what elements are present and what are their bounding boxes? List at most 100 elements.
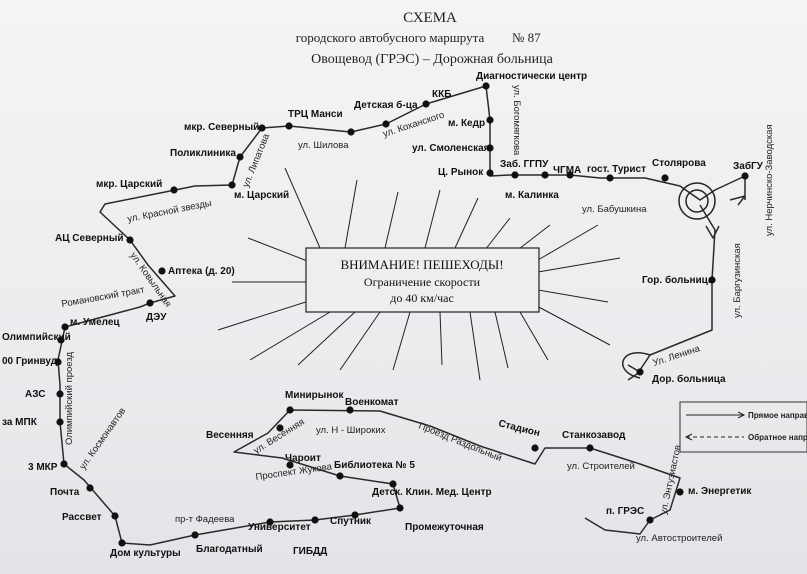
- stop-marker: [266, 518, 274, 526]
- ray: [519, 311, 549, 361]
- stop-label: мкр. Северный: [184, 122, 259, 133]
- warning-title: ВНИМАНИЕ! ПЕШЕХОДЫ!: [340, 257, 503, 272]
- stop-label: АЦ Северный: [55, 233, 124, 244]
- stop-label: ГИБДД: [293, 546, 327, 557]
- stop-label: Почта: [50, 487, 80, 498]
- stop-marker: [158, 267, 166, 275]
- stop-marker: [60, 460, 68, 468]
- scheme-subtitle: городского автобусного маршрута: [296, 30, 485, 45]
- legend-forward-label: Прямое направле: [748, 411, 807, 420]
- stop-label: ДЭУ: [146, 312, 167, 323]
- stop-label: ТРЦ Манси: [288, 109, 343, 120]
- stop-label: Детск. Клин. Мед. Центр: [372, 487, 492, 498]
- street-label: Проспект Жукова: [255, 461, 334, 483]
- roundabout-inner: [685, 189, 709, 213]
- warning-box: [305, 247, 540, 313]
- stop-marker: [258, 124, 266, 132]
- stop-marker: [54, 358, 62, 366]
- warning-line-2: до 40 км/час: [390, 291, 454, 305]
- street-label: ул. Строителей: [567, 461, 635, 472]
- stop-label: м. Умелец: [70, 317, 120, 328]
- warning-line-1: Ограничение скорости: [364, 275, 481, 289]
- street-label: ул. Автостроителей: [636, 533, 722, 544]
- stop-marker: [347, 128, 355, 136]
- street-label: ул. Липатова: [241, 132, 273, 190]
- stop-marker: [566, 171, 574, 179]
- stop-marker: [422, 100, 430, 108]
- stop-label: Диагностически центр: [476, 71, 587, 82]
- ray: [537, 257, 621, 273]
- stop-marker: [511, 171, 519, 179]
- ray: [534, 304, 611, 346]
- stop-marker: [286, 461, 294, 469]
- route-line-east: [485, 85, 746, 201]
- route-arrow-down: [705, 225, 720, 239]
- stop-marker: [276, 424, 284, 432]
- stop-marker: [606, 174, 614, 182]
- stop-marker: [57, 336, 65, 344]
- stop-marker: [636, 368, 644, 376]
- stop-marker: [228, 181, 236, 189]
- stop-label: м. Кедр: [448, 118, 485, 129]
- stop-marker: [486, 116, 494, 124]
- route-line-north: [57, 85, 487, 546]
- stop-marker: [531, 444, 539, 452]
- ray: [392, 311, 411, 371]
- scheme-title: СХЕМА: [403, 10, 457, 26]
- stop-label: мкр. Царский: [96, 179, 162, 190]
- stop-marker: [586, 444, 594, 452]
- stop-label: Весенняя: [206, 430, 254, 441]
- stop-marker: [661, 174, 669, 182]
- stop-label: Рассвет: [62, 512, 102, 523]
- stop-marker: [56, 418, 64, 426]
- ray: [494, 311, 509, 369]
- legend-reverse-label: Обратное направле: [748, 433, 807, 442]
- stop-marker: [708, 276, 716, 284]
- stop-label: Благодатный: [196, 544, 263, 555]
- stop-marker: [382, 120, 390, 128]
- street-label: ул. Богомягкова: [511, 85, 522, 156]
- stop-label: Заб. ГГПУ: [500, 158, 549, 170]
- stop-label: 3 МКР: [28, 462, 58, 473]
- street-label: Романовский тракт: [61, 284, 146, 310]
- stop-marker: [146, 299, 154, 307]
- street-label: ул. Шилова: [298, 140, 349, 151]
- ray: [469, 311, 481, 381]
- stop-label: м. Царский: [234, 190, 289, 201]
- ray: [454, 197, 479, 249]
- street-label: ул. Баргузинская: [732, 243, 743, 318]
- street-label: ул. Н - Широких: [316, 425, 386, 436]
- stop-marker: [118, 539, 126, 547]
- ray: [247, 237, 311, 263]
- route-hook-loop: [622, 352, 651, 379]
- ray: [339, 311, 381, 371]
- route-number: № 87: [512, 30, 541, 45]
- ray: [249, 311, 331, 361]
- stop-label: Университет: [248, 522, 311, 533]
- stop-marker: [486, 169, 494, 177]
- stop-marker: [486, 144, 494, 152]
- stop-label: гост. Турист: [587, 164, 646, 175]
- stop-marker: [86, 484, 94, 492]
- street-label: Ул. Ленина: [652, 343, 703, 369]
- route-arrow-east: [729, 195, 746, 206]
- legend-forward-arrow: [737, 411, 746, 419]
- stop-marker: [741, 172, 749, 180]
- stop-label: м. Калинка: [505, 190, 559, 201]
- stop-label: за МПК: [2, 417, 38, 428]
- street-label: Проезд Раздольный: [417, 421, 503, 464]
- street-label: ул. Бабушкина: [582, 204, 647, 215]
- stop-label: ул. Смоленская: [412, 143, 490, 154]
- stop-label: Дом культуры: [110, 548, 181, 559]
- ray: [484, 217, 511, 251]
- ray: [217, 299, 313, 331]
- bus-stops: Диагностически центр ККБ Детская б-ца ТР…: [2, 71, 764, 559]
- ray: [424, 189, 441, 249]
- stop-label: Гор. больница: [642, 274, 714, 286]
- stop-label: Военкомат: [345, 397, 399, 408]
- ray: [537, 224, 599, 261]
- stop-label: Минирынок: [285, 390, 344, 401]
- stop-label: ЗабГУ: [733, 160, 764, 172]
